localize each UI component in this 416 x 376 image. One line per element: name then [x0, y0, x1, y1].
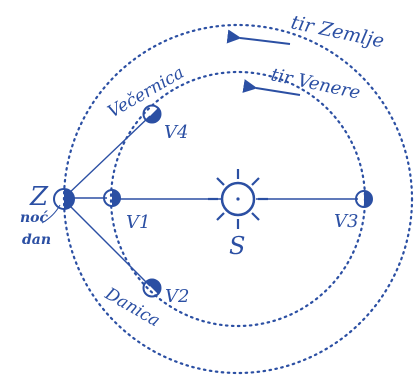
- evening-star-label: Večernica: [105, 63, 188, 123]
- earth-orbit-arrow-icon: [240, 38, 290, 44]
- night-label: noć: [20, 210, 49, 226]
- day-label: dan: [22, 232, 51, 248]
- sight-lines: [66, 116, 358, 286]
- venus-orbit-label: tir Venere: [269, 64, 362, 103]
- earth-orbit-label: tir Zemlje: [289, 11, 386, 52]
- sun-icon: [208, 169, 268, 229]
- v4-label: V4: [164, 122, 188, 143]
- sun-label: S: [229, 232, 245, 260]
- earth-planet-icon: [54, 189, 74, 209]
- venus-v3-planet-icon: [356, 191, 372, 207]
- v3-label: V3: [334, 211, 358, 232]
- v1-label: V1: [126, 212, 150, 233]
- venus-v4-planet-icon: [144, 106, 161, 123]
- v2-label: V2: [165, 286, 189, 307]
- earth-label: Z: [29, 182, 49, 212]
- morning-star-label: Danica: [101, 284, 164, 332]
